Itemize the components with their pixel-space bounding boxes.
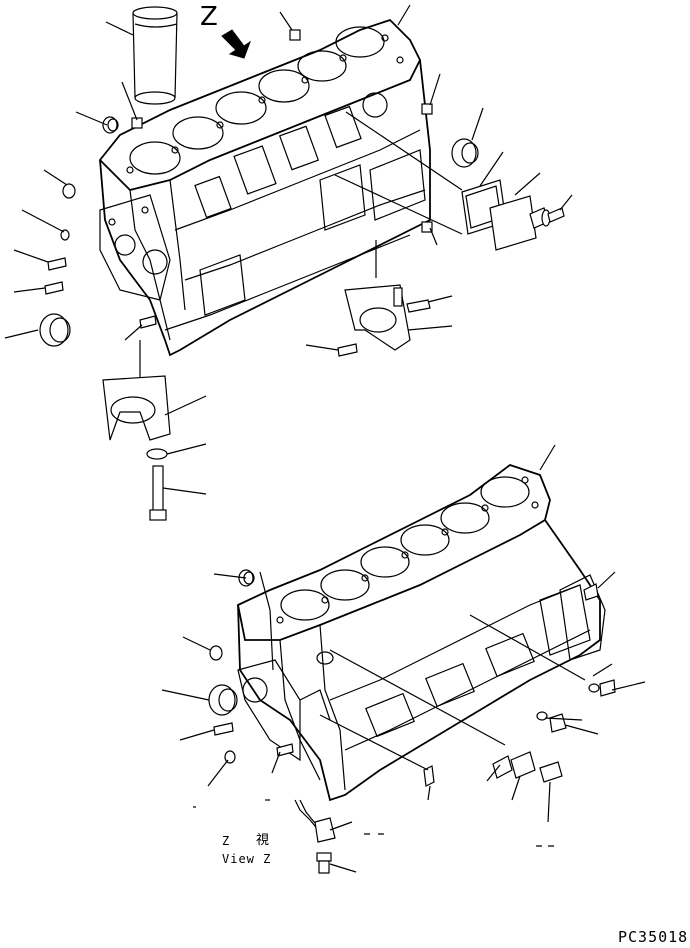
view-marker-letter: Z bbox=[200, 2, 218, 32]
cylinder-liner bbox=[132, 6, 178, 105]
drawing-code: PC35018 bbox=[618, 928, 689, 946]
view-z-arrow bbox=[221, 29, 252, 59]
view-caption-letter: Z bbox=[222, 834, 230, 848]
upper-cylinder-block bbox=[98, 18, 431, 357]
lower-small-parts bbox=[208, 569, 616, 874]
view-caption-english: View Z bbox=[222, 852, 272, 866]
view-caption-japanese: 視 bbox=[256, 833, 270, 848]
upper-small-parts bbox=[39, 29, 565, 521]
upper-leader-lines bbox=[4, 4, 573, 495]
lower-cylinder-block bbox=[236, 463, 606, 802]
lower-leader-lines bbox=[161, 444, 646, 873]
